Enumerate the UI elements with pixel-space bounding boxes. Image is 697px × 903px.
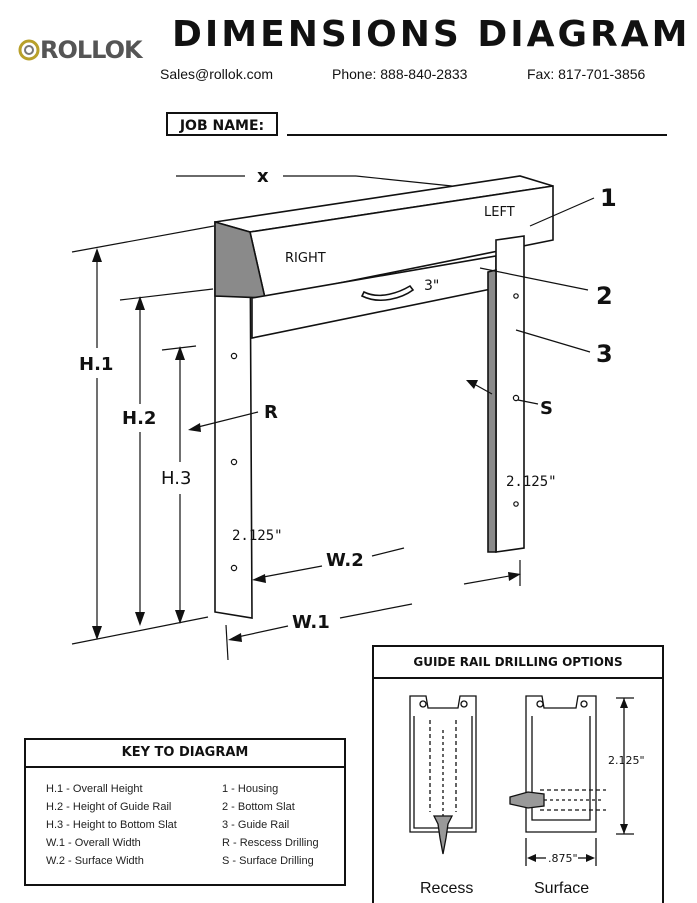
guide-rail-detail xyxy=(409,695,634,866)
arrow-left xyxy=(188,423,201,432)
h3-label: H.3 xyxy=(161,468,191,489)
s-label: S xyxy=(540,398,553,419)
caption-surface: Surface xyxy=(534,880,590,897)
logo-text: ROLLOK xyxy=(40,36,143,64)
h2-label: H.2 xyxy=(122,408,156,429)
hole xyxy=(230,352,238,360)
email-text[interactable]: Sales@rollok.com xyxy=(160,66,274,82)
key-item: S - Surface Drilling xyxy=(222,855,314,867)
right-rail-width-label: 2.125" xyxy=(506,474,557,490)
key-item: H.1 - Overall Height xyxy=(46,783,143,795)
arrow-up xyxy=(175,346,185,360)
right-label: RIGHT xyxy=(285,251,326,266)
key-box: KEY TO DIAGRAM H.1 - Overall Height H.2 … xyxy=(24,738,346,886)
hole xyxy=(230,458,238,466)
key-item: H.2 - Height of Guide Rail xyxy=(46,801,172,813)
surface-screw-icon xyxy=(509,791,545,809)
hole xyxy=(513,293,519,299)
key-item: 1 - Housing xyxy=(222,783,279,795)
arrow-left xyxy=(527,854,536,862)
arrow-down xyxy=(175,610,185,624)
r-label: R xyxy=(264,402,278,423)
job-name-field[interactable] xyxy=(287,134,667,136)
h1-label: H.1 xyxy=(79,354,113,375)
recess-rail-profile xyxy=(409,695,477,833)
arrow-left xyxy=(466,380,478,389)
key-item: W.1 - Overall Width xyxy=(46,837,141,849)
recess-screw-icon xyxy=(432,815,454,855)
logo-swirl-icon xyxy=(18,39,40,61)
arrow-down xyxy=(620,824,628,834)
guide-height-label: 2.125" xyxy=(608,754,645,767)
guide-width-label: .875" xyxy=(548,852,578,865)
handle-icon xyxy=(360,284,415,301)
arrow-up xyxy=(135,296,145,310)
key-item: R - Rescess Drilling xyxy=(222,837,319,849)
left-label: LEFT xyxy=(484,205,515,220)
page-title: DIMENSIONS DIAGRAM xyxy=(172,14,691,55)
guide-rail-options-box: GUIDE RAIL DRILLING OPTIONS xyxy=(372,645,664,903)
w1-label: W.1 xyxy=(292,612,330,633)
x-label: x xyxy=(257,166,269,187)
key-item: H.3 - Height to Bottom Slat xyxy=(46,819,177,831)
logo: ROLLOK xyxy=(18,36,143,64)
arrow-up xyxy=(620,698,628,708)
arrow-right xyxy=(508,572,521,581)
arrow-down xyxy=(135,612,145,626)
arrow-left xyxy=(228,633,242,642)
fax-text: Fax: 817-701-3856 xyxy=(527,66,646,82)
key-left-column: H.1 - Overall Height H.2 - Height of Gui… xyxy=(46,780,177,870)
key-item: 2 - Bottom Slat xyxy=(222,801,295,813)
hole xyxy=(512,394,520,402)
three-inch-label: 3" xyxy=(424,278,439,294)
hole xyxy=(513,501,519,507)
guide-rail-options-title: GUIDE RAIL DRILLING OPTIONS xyxy=(374,647,662,679)
caption-recess: Recess xyxy=(420,880,474,897)
arrow-down xyxy=(92,626,102,640)
left-rail-width-label: 2.125" xyxy=(232,528,283,544)
phone-text: Phone: 888-840-2833 xyxy=(332,66,468,82)
arrow-left xyxy=(252,574,266,583)
hole xyxy=(230,564,238,572)
arrow-up xyxy=(92,248,102,262)
job-name-label: JOB NAME: xyxy=(166,112,278,136)
key-title: KEY TO DIAGRAM xyxy=(26,740,344,768)
key-item: W.2 - Surface Width xyxy=(46,855,144,867)
right-rail-shade xyxy=(487,268,497,553)
key-right-column: 1 - Housing 2 - Bottom Slat 3 - Guide Ra… xyxy=(222,780,319,870)
callout-1: 1 xyxy=(600,184,617,212)
callout-2: 2 xyxy=(596,282,613,310)
arrow-right xyxy=(586,854,595,862)
key-item: 3 - Guide Rail xyxy=(222,819,290,831)
right-guide-rail xyxy=(495,235,525,553)
callout-3: 3 xyxy=(596,340,613,368)
w2-label: W.2 xyxy=(326,550,364,571)
